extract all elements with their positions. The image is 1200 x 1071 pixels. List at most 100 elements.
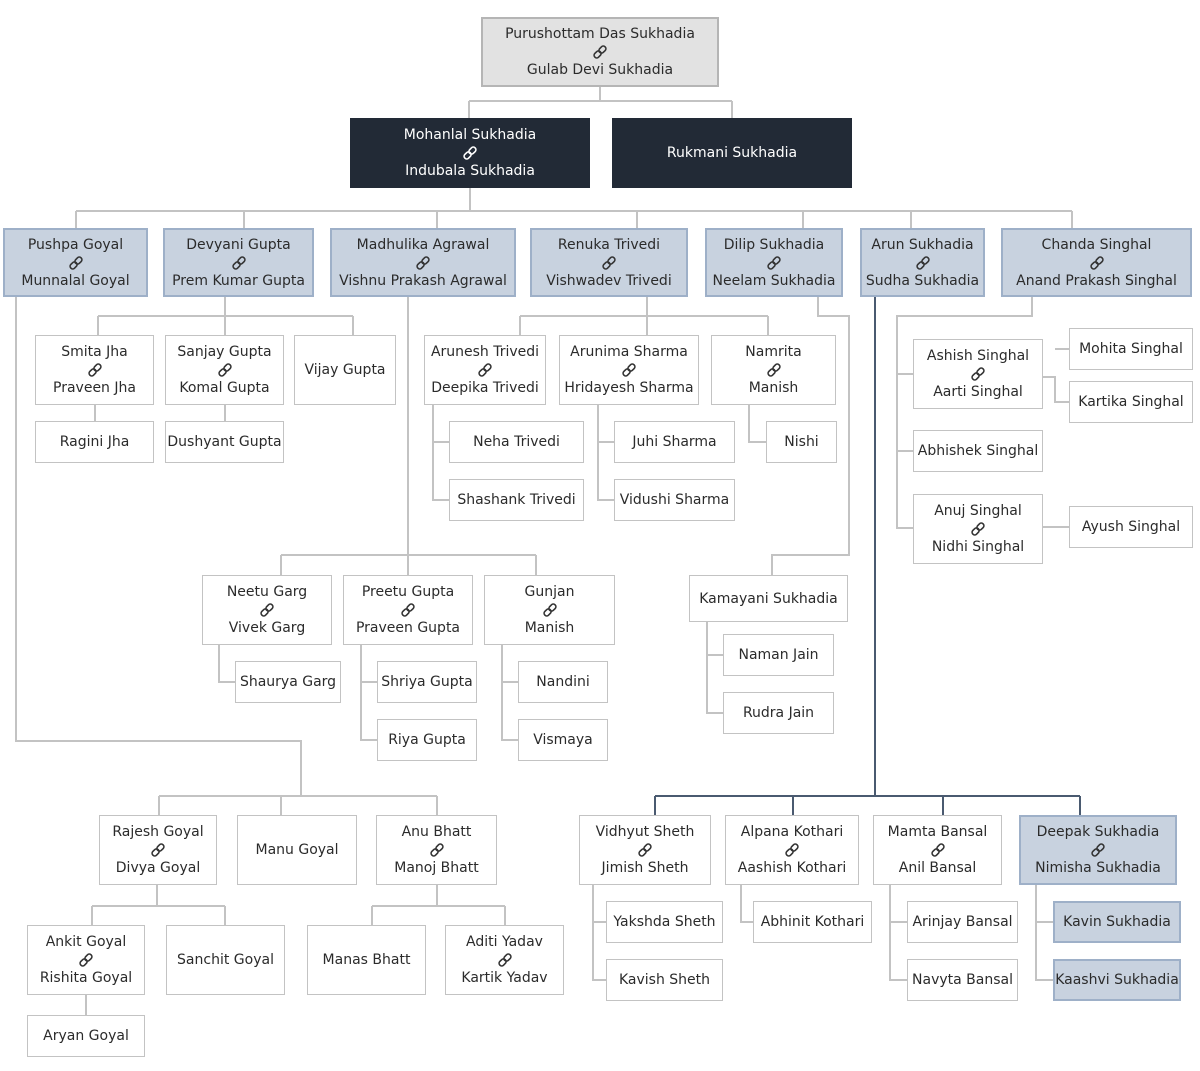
person-card[interactable]: Nishi	[766, 421, 837, 463]
chain-link-icon	[497, 953, 512, 967]
person-name: Gulab Devi Sukhadia	[526, 62, 674, 78]
person-card[interactable]: Dushyant Gupta	[165, 421, 284, 463]
person-name: Vidushi Sharma	[619, 492, 730, 508]
person-card[interactable]: Kamayani Sukhadia	[689, 575, 848, 622]
chain-link-icon	[478, 363, 492, 377]
person-card[interactable]: Vidushi Sharma	[614, 479, 735, 521]
person-name: Pushpa Goyal	[27, 236, 124, 253]
person-card[interactable]: Kartika Singhal	[1069, 381, 1193, 423]
person-card[interactable]: Shaurya Garg	[235, 661, 341, 703]
person-name: Vidhyut Sheth	[595, 824, 695, 840]
connector-line	[654, 297, 1081, 815]
person-card[interactable]: Shashank Trivedi	[449, 479, 584, 521]
person-card[interactable]: Manas Bhatt	[307, 925, 426, 995]
person-name: Rajesh Goyal	[112, 824, 204, 840]
person-name: Munnalal Goyal	[21, 272, 130, 289]
person-card[interactable]: Kavish Sheth	[606, 959, 723, 1001]
person-name: Kamayani Sukhadia	[699, 590, 838, 607]
person-name: Arunesh Trivedi	[430, 344, 540, 360]
person-name: Kavin Sukhadia	[1063, 914, 1171, 930]
person-name: Riya Gupta	[388, 732, 466, 748]
connector-line	[889, 885, 907, 981]
person-card[interactable]: Shriya Gupta	[377, 661, 477, 703]
connector-line	[748, 405, 766, 443]
person-card[interactable]: Abhinit Kothari	[753, 901, 872, 943]
person-name: Chanda Singhal	[1041, 236, 1152, 253]
chain-link-icon	[930, 843, 945, 857]
person-card[interactable]: Navyta Bansal	[907, 959, 1018, 1001]
chain-link-icon	[1091, 843, 1105, 857]
chain-link-icon	[151, 843, 165, 857]
person-card[interactable]: Neha Trivedi	[449, 421, 584, 463]
person-name: Alpana Kothari	[740, 824, 844, 840]
person-card[interactable]: Rudra Jain	[723, 692, 834, 734]
person-card[interactable]: Ragini Jha	[35, 421, 154, 463]
person-name: Aryan Goyal	[43, 1028, 129, 1044]
person-card[interactable]: Manu Goyal	[237, 815, 357, 885]
person-card[interactable]: Kaashvi Sukhadia	[1053, 959, 1181, 1001]
person-card[interactable]: Riya Gupta	[377, 719, 477, 761]
person-name: Kavish Sheth	[618, 972, 711, 988]
person-card[interactable]: Rukmani Sukhadia	[612, 118, 852, 188]
person-name: Divya Goyal	[115, 860, 201, 876]
person-name: Mohanlal Sukhadia	[403, 127, 537, 143]
person-card[interactable]: Ayush Singhal	[1069, 506, 1193, 548]
connector-line	[597, 405, 614, 501]
person-name: Yakshda Sheth	[613, 914, 716, 930]
person-name: Vismaya	[533, 732, 593, 748]
person-card[interactable]: Nandini	[518, 661, 608, 703]
connector-line	[360, 645, 377, 741]
person-name: Arinjay Bansal	[912, 914, 1013, 930]
person-name: Nandini	[536, 674, 590, 690]
person-name: Nidhi Singhal	[931, 539, 1025, 555]
person-card[interactable]: Arinjay Bansal	[907, 901, 1018, 943]
person-card[interactable]: Juhi Sharma	[614, 421, 735, 463]
person-card[interactable]: Mohita Singhal	[1069, 328, 1193, 370]
person-card[interactable]: Vismaya	[518, 719, 608, 761]
person-card[interactable]: Abhishek Singhal	[913, 430, 1043, 472]
person-name: Manas Bhatt	[322, 952, 411, 968]
chain-link-icon	[401, 603, 415, 617]
person-card[interactable]: Aryan Goyal	[27, 1015, 145, 1057]
connector-line	[432, 405, 449, 501]
person-card[interactable]: Sanchit Goyal	[166, 925, 285, 995]
person-card[interactable]: Yakshda Sheth	[606, 901, 723, 943]
person-card[interactable]: Naman Jain	[723, 634, 834, 676]
chain-link-icon	[542, 603, 557, 617]
person-card[interactable]: Kavin Sukhadia	[1053, 901, 1181, 943]
person-name: Smita Jha	[61, 344, 128, 360]
person-name: Praveen Gupta	[355, 620, 461, 636]
person-name: Vijay Gupta	[304, 362, 386, 378]
person-name: Komal Gupta	[179, 380, 270, 396]
person-card[interactable]: Vijay Gupta	[294, 335, 396, 405]
person-name: Sanchit Goyal	[177, 952, 274, 968]
